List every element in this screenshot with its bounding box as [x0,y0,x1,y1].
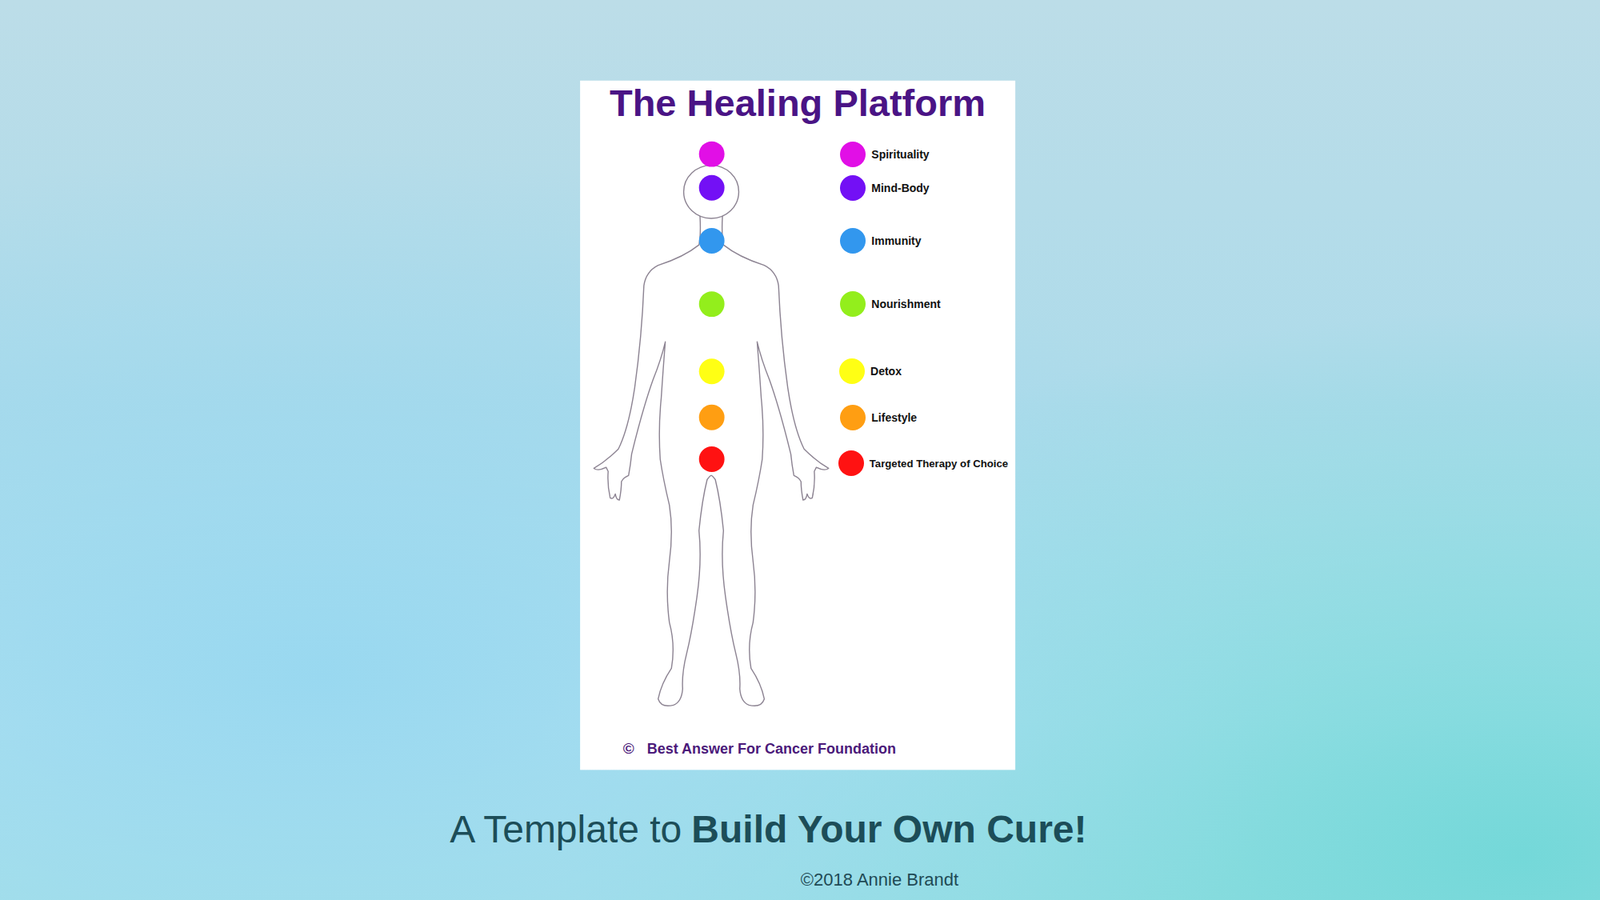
head [684,165,740,219]
legend-item: Mind-Body [840,175,929,201]
legend-swatch [840,291,866,317]
legend-item: Immunity [840,228,921,254]
legend-swatch [840,175,866,201]
copyright-line: ©2018 Annie Brandt [800,869,959,890]
legend-swatch [840,141,866,168]
poster-card [580,80,1016,771]
copyright-symbol: © [623,740,635,758]
body-dot [699,446,725,472]
body-dot [699,141,725,168]
body-dot [699,228,725,254]
body-dot [699,404,725,431]
legend-text: Spirituality [871,148,929,161]
legend-text: Detox [870,364,902,378]
legend-text: Mind-Body [871,181,929,195]
body-dot [699,175,725,201]
legend-item: Nourishment [840,291,940,317]
foundation-name: Best Answer For Cancer Foundation [647,740,896,758]
body-dot [699,358,725,384]
tagline-emphasis: Build Your Own Cure! [691,808,1087,851]
legend-item: Lifestyle [840,404,917,431]
body-dots [699,141,725,472]
legend-swatch [838,450,864,476]
legend-text: Lifestyle [871,411,917,424]
legend-text: Nourishment [871,297,940,311]
legend-item: Targeted Therapy of Choice [838,450,1008,476]
legend-swatch [840,228,866,254]
body-half-mirror [711,216,829,706]
legend-item: Spirituality [840,141,929,168]
tagline-lead: A Template to [449,808,682,851]
title: The Healing Platform [609,81,986,125]
legend-swatch [839,358,865,384]
legend-text: Immunity [871,234,921,248]
body-outline [593,165,828,707]
body-dot [699,291,725,317]
body-half [593,216,712,706]
legend-item: Detox [839,358,902,384]
legend-text: Targeted Therapy of Choice [869,457,1008,470]
tagline: A Template toBuild Your Own Cure! [449,807,1087,852]
legend-swatch [840,404,866,431]
